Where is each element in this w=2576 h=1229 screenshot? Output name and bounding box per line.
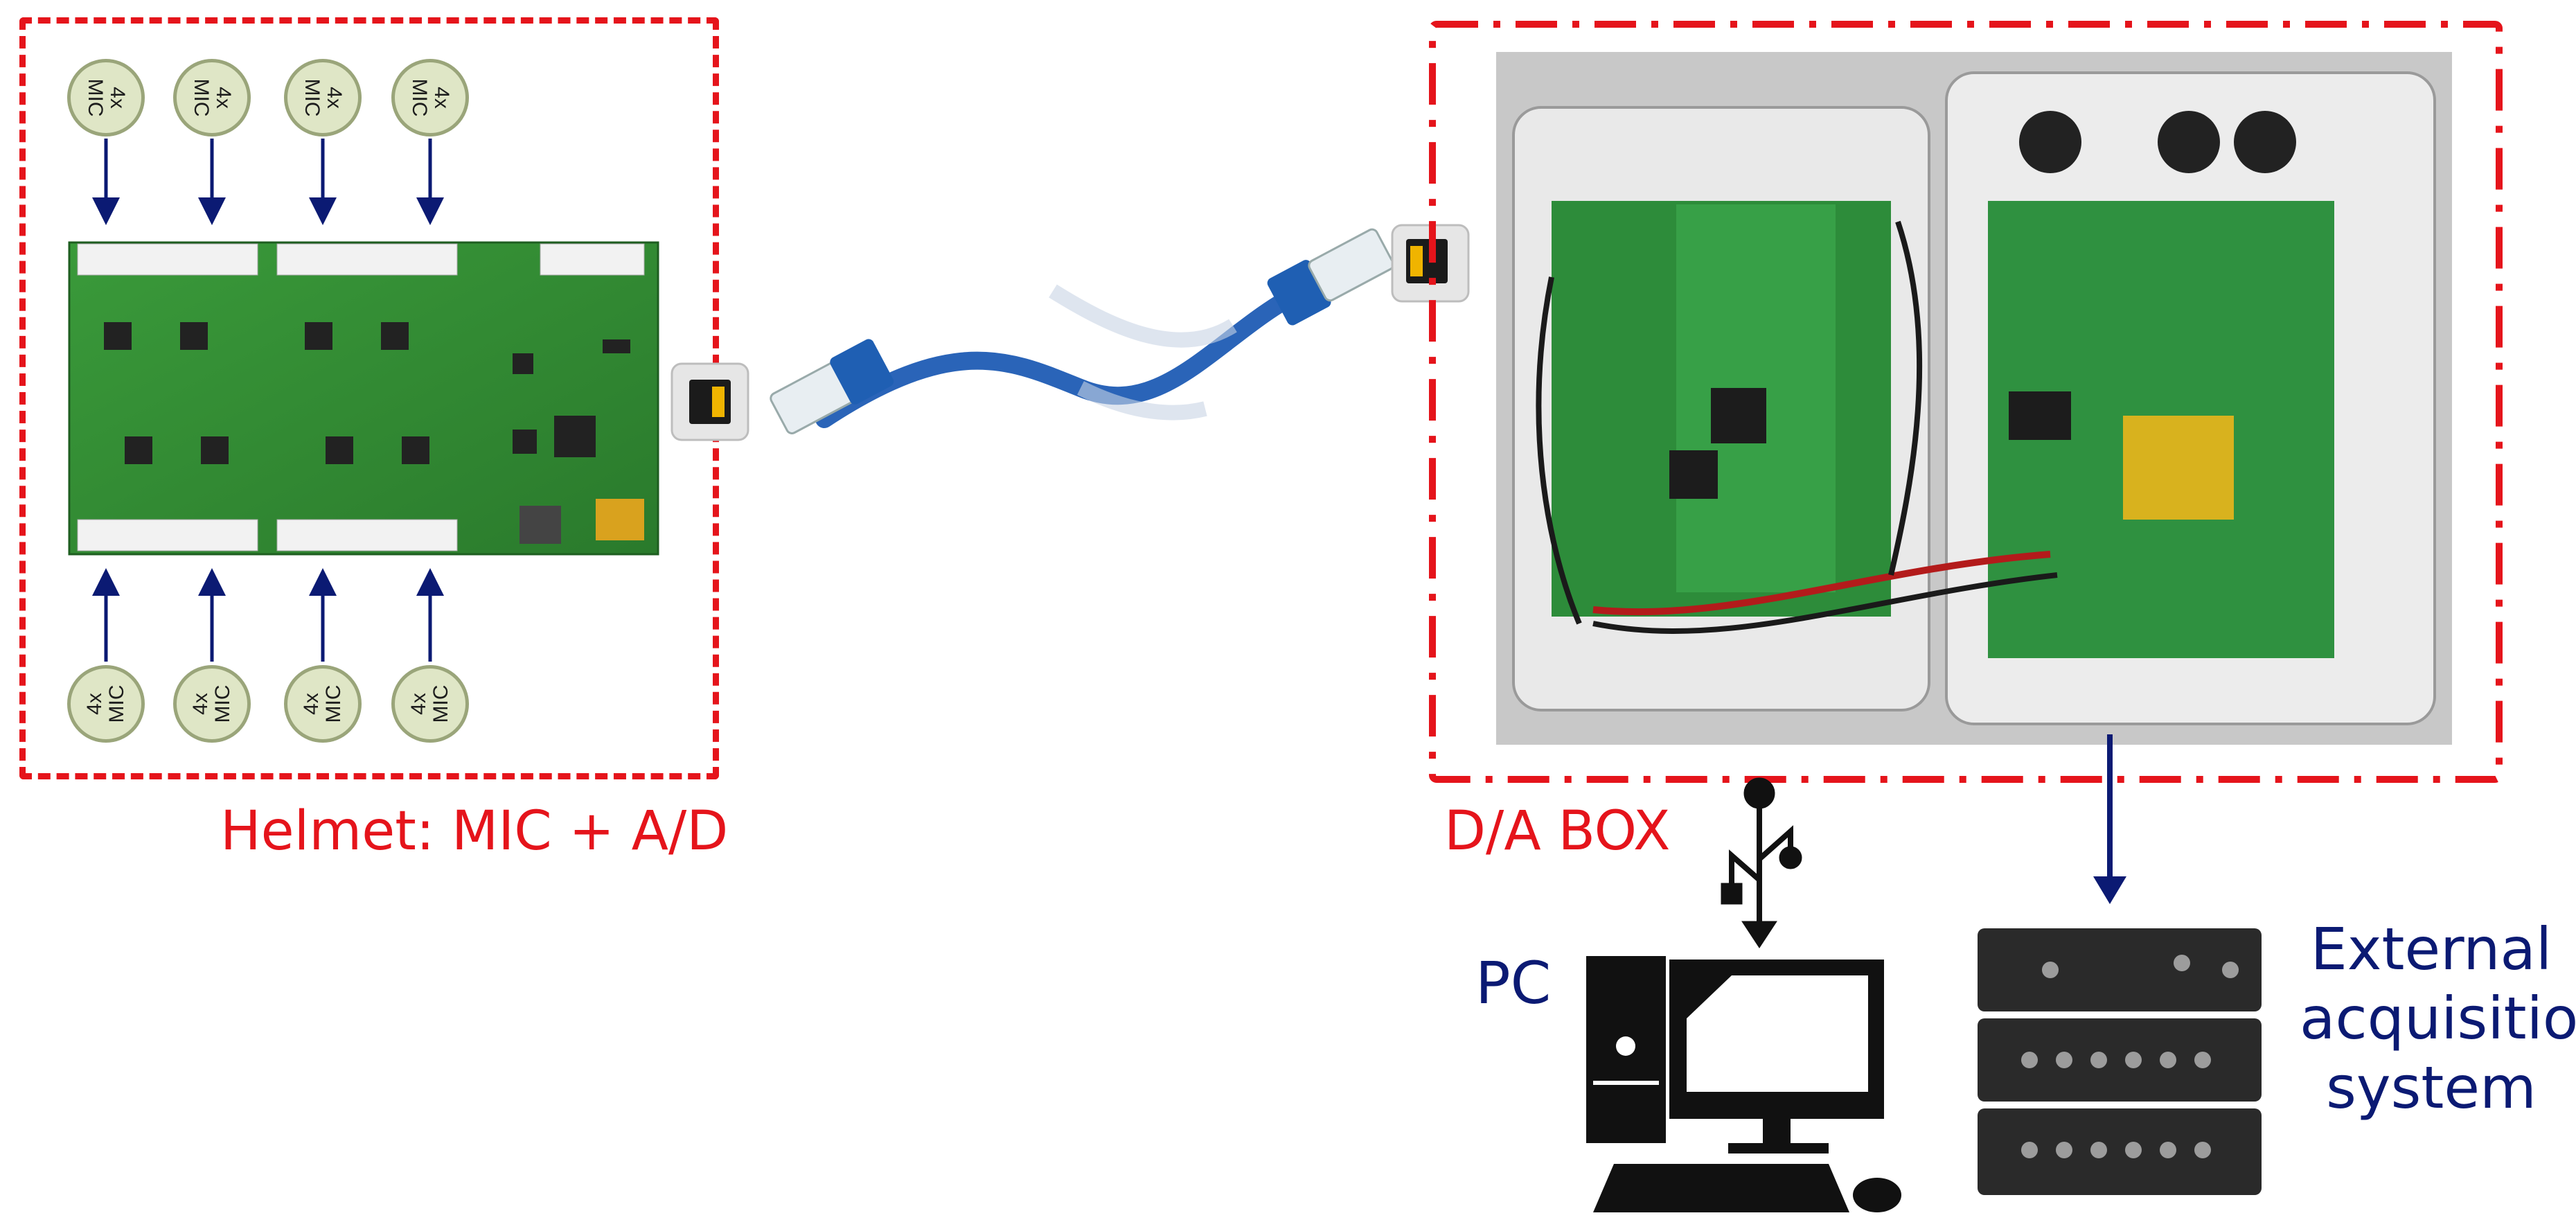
- external-line-1: External: [2310, 915, 2552, 983]
- ethernet-port-icon: [670, 362, 749, 441]
- usb-icon: [1721, 777, 1802, 948]
- acquisition-hardware-icon: [1978, 928, 2262, 1195]
- da-box-label: D/A BOX: [1444, 800, 1671, 863]
- external-system-label: External acquisition system: [2300, 914, 2576, 1122]
- arrow-to-external: [2093, 734, 2126, 904]
- mic-arrows-bottom: [92, 568, 444, 662]
- external-line-2: acquisition: [2300, 984, 2576, 1052]
- pc-icon: [1586, 956, 1901, 1212]
- helmet-label: Helmet: MIC + A/D: [220, 800, 729, 863]
- pc-label: PC: [1475, 949, 1552, 1017]
- ethernet-cable: [770, 228, 1394, 434]
- mic-arrows-top: [92, 139, 444, 225]
- da-box-frame: [1429, 21, 2503, 783]
- external-line-3: system: [2326, 1054, 2537, 1122]
- da-box-photo: [1496, 52, 2452, 745]
- helmet-pcb-board: [68, 241, 659, 556]
